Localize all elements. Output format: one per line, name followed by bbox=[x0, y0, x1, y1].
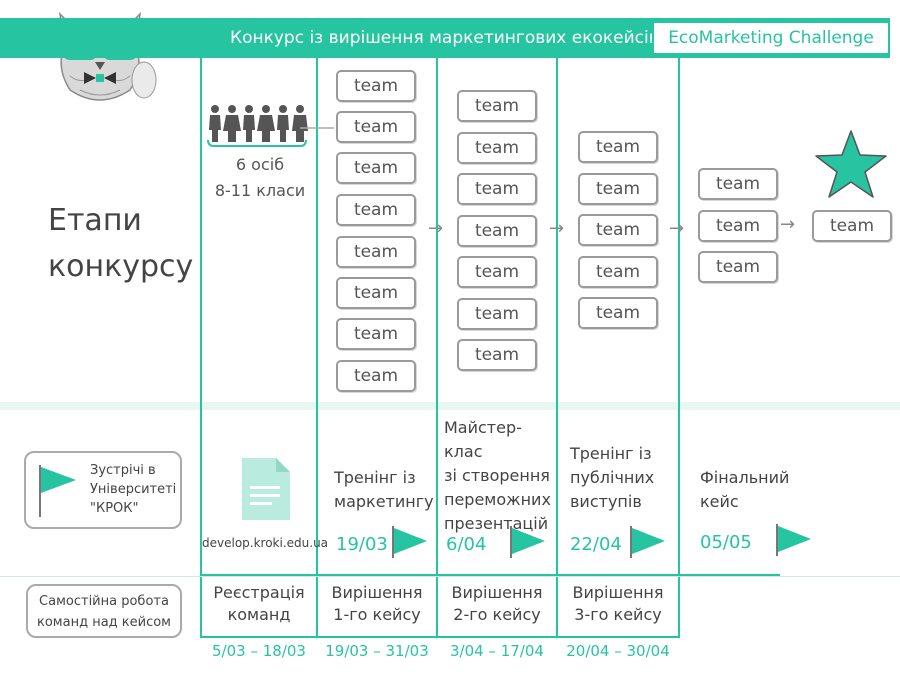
timeline-line bbox=[200, 574, 780, 576]
team-box: team bbox=[457, 90, 537, 122]
phase-case-2-dates: 3/04 – 17/04 bbox=[450, 642, 544, 660]
training-marketing-date: 19/03 bbox=[336, 534, 388, 555]
team-box: team bbox=[336, 236, 416, 268]
stages-title: Етапи конкурсу bbox=[48, 203, 194, 284]
person-icon bbox=[223, 105, 241, 142]
legend-meetings-text: Зустрічі в Університеті "КРОК" bbox=[90, 463, 177, 516]
phase-divider bbox=[0, 576, 900, 577]
star-icon bbox=[815, 130, 887, 198]
team-box: team bbox=[578, 256, 658, 288]
participants-bracket bbox=[207, 127, 334, 147]
team-box: team bbox=[336, 70, 416, 102]
brand-label: EcoMarketing Challenge bbox=[652, 21, 890, 55]
team-box: team bbox=[336, 152, 416, 184]
flag-icon bbox=[630, 526, 665, 558]
person-icon bbox=[243, 105, 255, 142]
team-box: team bbox=[457, 173, 537, 205]
phase-case-1-dates: 19/03 – 31/03 bbox=[325, 642, 429, 660]
phase-case-1: Вирішення 1-го кейсу bbox=[331, 583, 423, 624]
participants-group bbox=[209, 105, 308, 142]
team-box: team bbox=[336, 360, 416, 392]
team-box: team bbox=[698, 168, 778, 200]
team-box: team bbox=[457, 215, 537, 247]
flag-icon bbox=[776, 524, 811, 556]
legend-independent-text: Самостійна робота команд над кейсом bbox=[37, 594, 171, 630]
person-icon bbox=[257, 105, 275, 142]
person-icon bbox=[277, 105, 289, 142]
arrow-right-icon: → bbox=[549, 218, 565, 239]
phase-case-3: Вирішення 3-го кейсу bbox=[572, 583, 664, 624]
team-box: team bbox=[457, 298, 537, 330]
person-icon bbox=[209, 105, 221, 142]
team-box: team bbox=[578, 297, 658, 329]
training-public-speaking-date: 22/04 bbox=[570, 534, 622, 555]
team-box: team bbox=[336, 318, 416, 350]
final-case-date: 05/05 bbox=[700, 532, 752, 553]
arrow-right-icon: → bbox=[780, 214, 796, 235]
flag-icon bbox=[39, 465, 76, 517]
team-box: team bbox=[336, 194, 416, 226]
flag-icon bbox=[392, 526, 427, 558]
legend-independent-work: Самостійна робота команд над кейсом bbox=[26, 584, 182, 638]
flag-icon bbox=[510, 526, 545, 558]
team-box: team bbox=[336, 277, 416, 309]
phase-case-3-dates: 20/04 – 30/04 bbox=[566, 642, 670, 660]
final-case-title: Фінальний кейс bbox=[700, 468, 790, 511]
phase-registration: Реєстрація команд bbox=[213, 583, 305, 624]
team-box: team bbox=[336, 111, 416, 143]
document-icon bbox=[242, 458, 290, 520]
section-divider bbox=[0, 402, 900, 410]
phase-registration-dates: 5/03 – 18/03 bbox=[212, 642, 306, 660]
winner-team-box: team bbox=[812, 210, 892, 242]
team-box: team bbox=[698, 210, 778, 242]
training-marketing-title: Тренінг із маркетингу bbox=[334, 468, 434, 511]
team-box: team bbox=[698, 251, 778, 283]
team-box: team bbox=[457, 339, 537, 371]
training-public-speaking-title: Тренінг із публічних виступів bbox=[570, 444, 655, 511]
participants-label: 6 осіб 8-11 класи bbox=[214, 155, 306, 200]
arrow-right-icon: → bbox=[428, 218, 444, 239]
phase-case-2: Вирішення 2-го кейсу bbox=[451, 583, 543, 624]
website-link[interactable]: develop.kroki.edu.ua bbox=[202, 536, 329, 550]
team-box: team bbox=[578, 173, 658, 205]
arrow-right-icon: → bbox=[669, 218, 685, 239]
training-presentations-date: 6/04 bbox=[446, 534, 487, 555]
stage-column-case-3 bbox=[556, 56, 680, 638]
header-title: Конкурс із вирішення маркетингових екоке… bbox=[230, 28, 659, 48]
training-presentations-title: Майстер-клас зі створення переможних пре… bbox=[444, 418, 551, 533]
team-box: team bbox=[457, 132, 537, 164]
team-box: team bbox=[578, 131, 658, 163]
team-box: team bbox=[457, 256, 537, 288]
team-box: team bbox=[578, 214, 658, 246]
legend-meetings: Зустрічі в Університеті "КРОК" bbox=[24, 451, 182, 529]
